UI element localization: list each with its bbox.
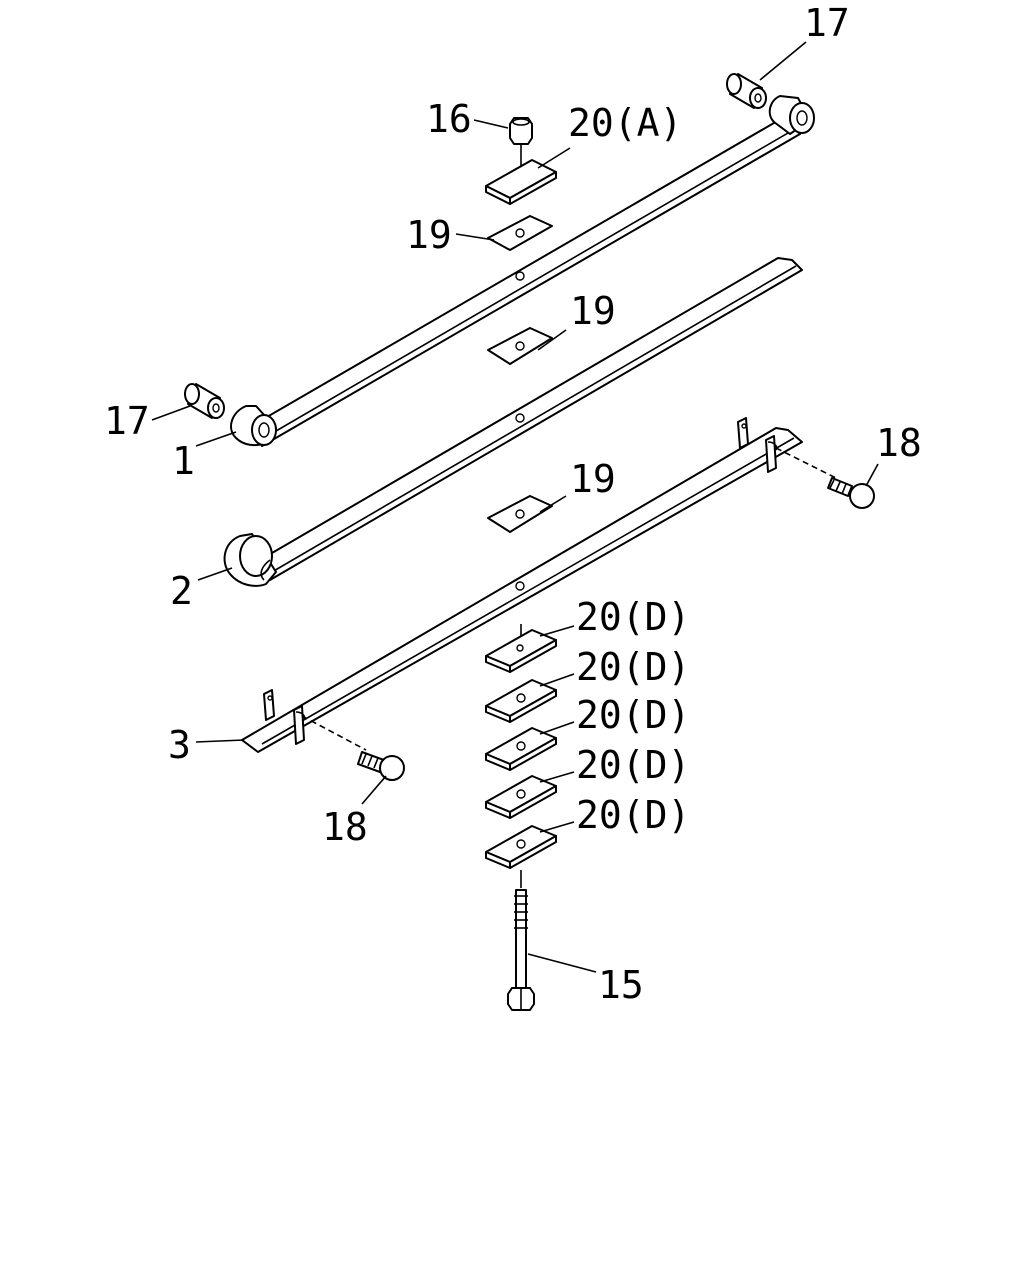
plate-20d-3 (485, 727, 557, 771)
clip-left-front (293, 705, 306, 745)
label-part-19-c: 19 (570, 457, 616, 501)
bolt-18-left (301, 715, 405, 781)
label-part-20d-2: 20(D) (576, 645, 690, 689)
spring-eye-left-2 (223, 533, 277, 587)
clip-right-rear (737, 417, 749, 449)
label-part-15: 15 (598, 963, 644, 1007)
label-part-18-right: 18 (876, 421, 922, 465)
label-part-19-a: 19 (406, 213, 452, 257)
label-part-20a: 20(A) (568, 101, 682, 145)
plate-20d-4 (485, 775, 557, 819)
label-part-20d-4: 20(D) (576, 743, 690, 787)
label-part-2: 2 (170, 569, 193, 613)
clip-right-front (765, 435, 778, 473)
leaf-spring-2 (259, 257, 803, 581)
leader-lines (151, 41, 879, 973)
clip-left-rear (263, 689, 275, 721)
label-part-17-top: 17 (804, 1, 850, 45)
label-part-3: 3 (168, 723, 191, 767)
spring-eye-right-1 (768, 95, 815, 135)
plate-20d-1 (485, 624, 557, 673)
label-part-20d-3: 20(D) (576, 693, 690, 737)
label-part-20d-1: 20(D) (576, 595, 690, 639)
pad-19-c (487, 495, 553, 533)
bolt-18-right (775, 447, 875, 509)
label-part-20d-5: 20(D) (576, 793, 690, 837)
pad-19-a (487, 215, 553, 251)
label-part-19-b: 19 (570, 289, 616, 333)
plate-20d-2 (485, 679, 557, 723)
leaf-spring-3 (241, 427, 803, 753)
label-part-16: 16 (426, 97, 472, 141)
center-bolt-15 (507, 870, 535, 1011)
label-part-18-left: 18 (322, 805, 368, 849)
spring-eye-left-1 (230, 405, 277, 447)
label-part-17-left: 17 (104, 399, 150, 443)
bushing-17-top (726, 73, 767, 109)
plate-20a (485, 159, 557, 205)
label-part-1: 1 (172, 439, 195, 483)
plate-20d-5 (485, 825, 557, 869)
pad-19-b (487, 327, 553, 365)
bushing-17-left (184, 383, 225, 419)
